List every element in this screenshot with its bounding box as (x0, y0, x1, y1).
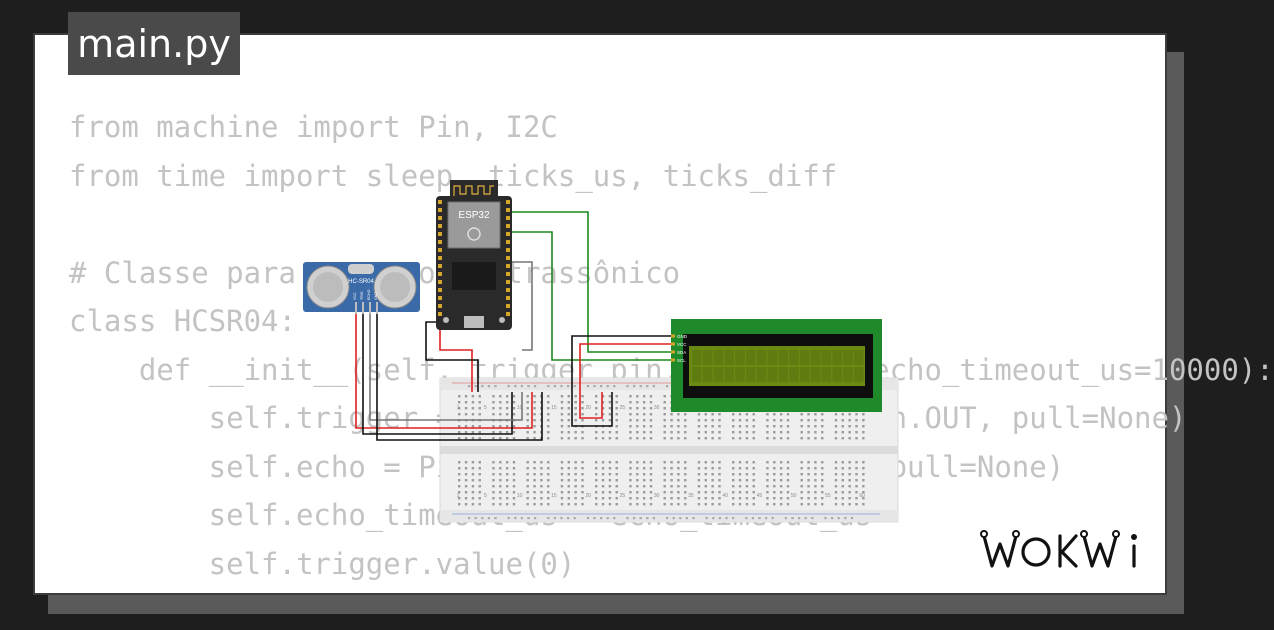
lcd-pins: GND VCC SDA SCL (671, 334, 688, 363)
esp32-gnd-wire (425, 321, 479, 392)
lcd-pin-label: SCL (677, 358, 686, 363)
file-tab[interactable]: main.py (68, 12, 240, 75)
sensor-echo-wire (369, 312, 523, 421)
wires (355, 211, 672, 441)
esp32-sda-wire (512, 211, 672, 353)
breadboard-column-number: 50 (791, 493, 797, 499)
breadboard-column-number: 20 (585, 405, 591, 411)
breadboard-column-number: 1 (457, 405, 460, 411)
wokwi-logo[interactable] (976, 522, 1152, 578)
breadboard-column-number: 10 (517, 493, 523, 499)
code-line: class HCSR04: (69, 304, 296, 338)
breadboard-column-number: 15 (551, 405, 557, 411)
breadboard-column-number: 1 (457, 493, 460, 499)
breadboard-column-number: 30 (654, 493, 660, 499)
sensor-vcc-wire (355, 312, 533, 429)
esp32-board[interactable]: ESP32 (436, 180, 512, 330)
breadboard-column-number: 5 (484, 405, 487, 411)
sensor-pin-label: TRIG (360, 291, 364, 300)
breadboard-column-number: 15 (551, 493, 557, 499)
breadboard-column-number: 45 (757, 493, 763, 499)
lcd-pin-label: SDA (677, 350, 686, 355)
breadboard-column-number: 25 (620, 405, 626, 411)
file-tab-label: main.py (77, 21, 231, 66)
esp32-pins-right (506, 200, 510, 316)
breadboard-column-number: 25 (620, 493, 626, 499)
breadboard-column-number: 40 (722, 493, 728, 499)
esp32-label: ESP32 (458, 210, 490, 221)
breadboard-column-number: 60 (859, 493, 865, 499)
code-line: self.trigger.value(0) (69, 546, 576, 581)
sensor-trig-wire (362, 312, 513, 435)
breadboard-column-number: 55 (825, 493, 831, 499)
sensor-gnd-wire (376, 312, 543, 441)
sensor-pin-label: GND (374, 292, 378, 300)
breadboard-column-number: 20 (585, 493, 591, 499)
lcd-character-cells (692, 350, 864, 382)
breadboard-column-number: 30 (654, 405, 660, 411)
sensor-label: HC-SR04 (348, 279, 374, 285)
lcd-pin-label: GND (677, 334, 688, 339)
code-line: from time import sleep, ticks_us, ticks_… (69, 158, 838, 193)
esp32-scl-wire (512, 231, 672, 361)
lcd-vcc-wire (579, 343, 672, 419)
esp32-pins-left (438, 200, 442, 316)
sensor-pin-label: VCC (353, 292, 357, 300)
breadboard-column-number: 35 (688, 493, 694, 499)
breadboard-column-number: 5 (484, 493, 487, 499)
code-card: from machine import Pin, I2C from time im… (33, 33, 1274, 595)
lcd-pin-label: VCC (677, 342, 687, 347)
code-line: from machine import Pin, I2C (69, 110, 558, 144)
esp32-io-wire (512, 261, 533, 351)
sensor-pin-label: ECHO (367, 289, 371, 300)
breadboard-column-number: 10 (517, 405, 523, 411)
lcd-gnd-wire (571, 335, 672, 427)
esp32-vin-wire (439, 314, 473, 392)
lcd-display[interactable]: GND VCC SDA SCL (671, 319, 882, 412)
